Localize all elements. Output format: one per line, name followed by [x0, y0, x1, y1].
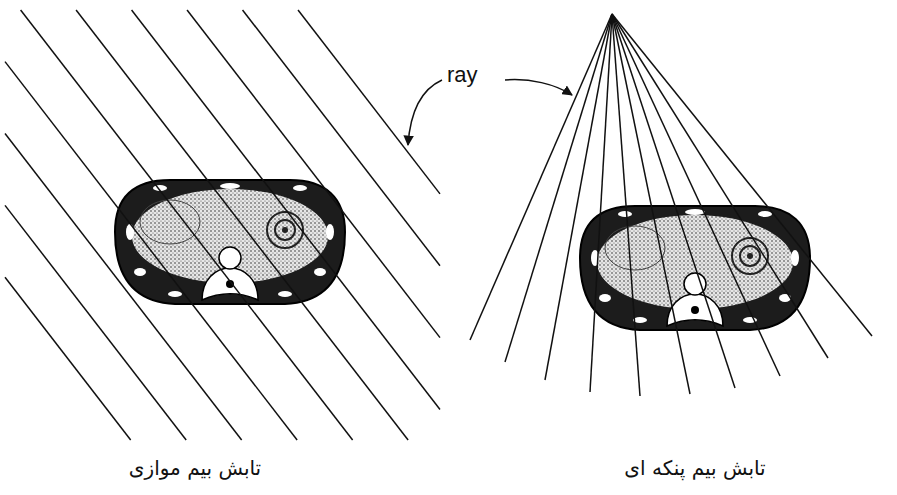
parallel-rays: [5, 10, 440, 440]
ray-line: [612, 14, 690, 394]
ray-line: [612, 14, 735, 388]
ray-line: [590, 14, 612, 392]
ray-line: [132, 10, 440, 409]
leader-arrow: [408, 80, 442, 145]
ray-line: [612, 14, 872, 336]
ray-line: [21, 10, 353, 440]
caption-label: تابش بیم موازی: [129, 456, 261, 480]
ray-line: [612, 14, 828, 358]
ray-line: [5, 205, 186, 440]
ray-label: ray: [447, 62, 478, 88]
caption-label: تابش بیم پنکه ای: [624, 456, 765, 480]
ray-line: [470, 14, 612, 340]
ray-line: [612, 14, 780, 376]
leader-arrow: [505, 80, 572, 95]
ray-line: [243, 10, 440, 266]
ray-line: [5, 277, 131, 440]
fan-rays: [470, 14, 872, 396]
ray-line: [187, 10, 440, 338]
ray-line: [76, 10, 408, 440]
ray-line: [5, 62, 297, 440]
ray-line: [612, 14, 640, 396]
